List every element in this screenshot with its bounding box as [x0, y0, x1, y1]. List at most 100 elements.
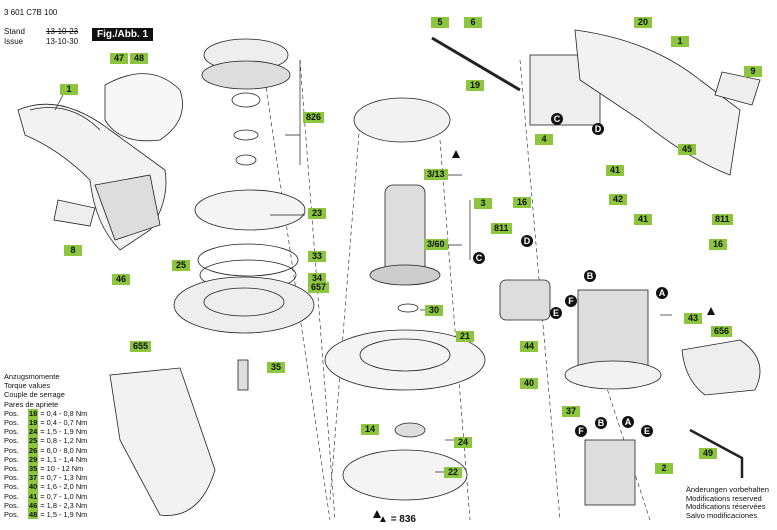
set-note: ▲ = 836 [378, 514, 416, 525]
marker-c2: C [473, 252, 485, 264]
torque-value: = 1,5 - 1,9 Nm [40, 510, 88, 520]
stand-label: Stand [4, 27, 25, 36]
svg-text:C: C [554, 114, 561, 124]
part-label-16b[interactable]: 16 [709, 239, 727, 250]
torque-row: Pos. 19 = 0,4 - 0,7 Nm [4, 418, 88, 428]
triangle-icon: ▲ [378, 514, 388, 525]
part-label-45[interactable]: 45 [678, 144, 696, 155]
torque-position: 19 [28, 418, 39, 428]
torque-prefix: Pos. [4, 482, 19, 492]
torque-position: 37 [28, 473, 39, 483]
marker-f: F [565, 295, 577, 307]
torque-prefix: Pos. [4, 491, 19, 501]
part-label-49[interactable]: 49 [699, 448, 717, 459]
part-label-35[interactable]: 35 [267, 362, 285, 373]
torque-value: = 1,8 - 2,3 Nm [40, 500, 88, 510]
part-label-656[interactable]: 656 [711, 326, 733, 337]
torque-position: 46 [28, 500, 39, 511]
torque-title-fr: Couple de serrage [4, 390, 65, 400]
note-es: Salvo modificaciones [685, 510, 758, 520]
part-label-3-13[interactable]: 3/13 [424, 169, 448, 180]
marker-c: C [551, 113, 563, 125]
part-label-47[interactable]: 47 [110, 53, 128, 64]
torque-row: Pos.35 = 10 - 12 Nm [4, 464, 87, 474]
part-label-43[interactable]: 43 [684, 313, 702, 324]
part-label-48[interactable]: 48 [130, 53, 148, 64]
part-label-24[interactable]: 24 [454, 437, 472, 448]
torque-value: = 0,4 - 0,7 Nm [40, 418, 88, 428]
part-label-19[interactable]: 19 [466, 80, 484, 91]
part-label-22[interactable]: 22 [444, 467, 462, 478]
part-label-4[interactable]: 4 [535, 134, 553, 145]
torque-row: Pos.41 = 0,7 - 1,0 Nm [4, 491, 87, 501]
svg-text:F: F [568, 296, 574, 306]
modification-notes: Änderungen vorbehalten Modifications res… [685, 485, 769, 520]
part-label-44[interactable]: 44 [520, 341, 538, 352]
torque-row: Pos.18 = 0,4 - 0,8 Nm [4, 408, 88, 419]
torque-row: Pos.24 = 1,5 - 1,9 Nm [4, 427, 88, 437]
marker-e2: E [641, 425, 653, 437]
part-label-16[interactable]: 16 [513, 197, 531, 208]
torque-title-en: Torque values [4, 381, 51, 391]
torque-value: = 1,5 - 1,9 Nm [40, 427, 88, 437]
torque-value: = 10 - 12 Nm [40, 464, 84, 474]
torque-row: Pos.25 = 0,8 - 1,2 Nm [4, 436, 88, 446]
part-label-41b[interactable]: 41 [634, 214, 652, 225]
marker-a2: A [622, 416, 634, 428]
dust-bag [109, 367, 216, 516]
torque-prefix: Pos. [4, 454, 19, 464]
torque-value: = 1,6 - 2,0 Nm [40, 482, 88, 492]
svg-text:E: E [644, 426, 650, 436]
part-label-1b[interactable]: 1 [671, 36, 689, 47]
torque-value: = 0,4 - 0,8 Nm [40, 408, 88, 418]
part-label-14[interactable]: 14 [361, 424, 379, 435]
part-label-1[interactable]: 1 [60, 84, 78, 95]
part-label-25[interactable]: 25 [172, 260, 190, 271]
torque-prefix: Pos. [4, 500, 19, 510]
part-label-33[interactable]: 33 [308, 251, 326, 262]
part-label-46[interactable]: 46 [112, 274, 130, 285]
part-label-811[interactable]: 811 [491, 223, 512, 234]
part-label-655[interactable]: 655 [130, 341, 152, 352]
torque-value: = 0,8 - 1,2 Nm [40, 436, 88, 446]
part-label-30[interactable]: 30 [425, 305, 443, 316]
torque-position: 26 [28, 445, 39, 455]
torque-row: Pos.37 = 0,7 - 1,3 Nm [4, 473, 87, 483]
part-label-8[interactable]: 8 [64, 245, 82, 256]
torque-row: Pos.29 = 1,1 - 1,4 Nm [4, 454, 88, 465]
part-label-826[interactable]: 826 [303, 112, 325, 123]
part-label-657[interactable]: 657 [308, 282, 330, 293]
part-label-9[interactable]: 9 [744, 66, 762, 77]
torque-prefix: Pos. [4, 418, 19, 428]
part-label-34[interactable]: 34 [308, 273, 326, 284]
torque-table: Anzugsmomente Torque values Couple de se… [4, 372, 88, 520]
part-label-6[interactable]: 6 [464, 17, 482, 28]
set-triangles [373, 150, 715, 518]
part-label-3[interactable]: 3 [474, 198, 492, 209]
torque-position: 24 [28, 427, 39, 437]
part-label-40[interactable]: 40 [520, 378, 538, 389]
note-fr: Modifications réservées [685, 502, 766, 512]
part-label-5[interactable]: 5 [431, 17, 449, 28]
torque-value: = 1,1 - 1,4 Nm [40, 454, 88, 464]
part-label-21[interactable]: 21 [456, 331, 474, 342]
part-label-811b[interactable]: 811 [712, 214, 733, 225]
part-label-3-60[interactable]: 3/60 [424, 239, 448, 250]
part-label-37[interactable]: 37 [562, 406, 580, 417]
part-label-42[interactable]: 42 [609, 194, 627, 205]
part-label-2[interactable]: 2 [655, 463, 673, 474]
part-label-23[interactable]: 23 [308, 208, 326, 219]
torque-prefix: Pos. [4, 510, 19, 520]
torque-position: 48 [28, 510, 39, 520]
part-label-20[interactable]: 20 [634, 17, 652, 28]
svg-text:B: B [598, 418, 605, 428]
marker-b2: B [595, 417, 607, 429]
torque-row: Pos.40 = 1,6 - 2,0 Nm [4, 482, 88, 492]
torque-row: Pos. 46 = 1,8 - 2,3 Nm [4, 500, 88, 511]
marker-b: B [584, 270, 596, 282]
torque-title-de: Anzugsmomente [4, 372, 60, 381]
torque-title-es: Pares de apriete [4, 399, 59, 409]
torque-prefix: Pos. [4, 473, 19, 483]
part-label-41[interactable]: 41 [606, 165, 624, 176]
